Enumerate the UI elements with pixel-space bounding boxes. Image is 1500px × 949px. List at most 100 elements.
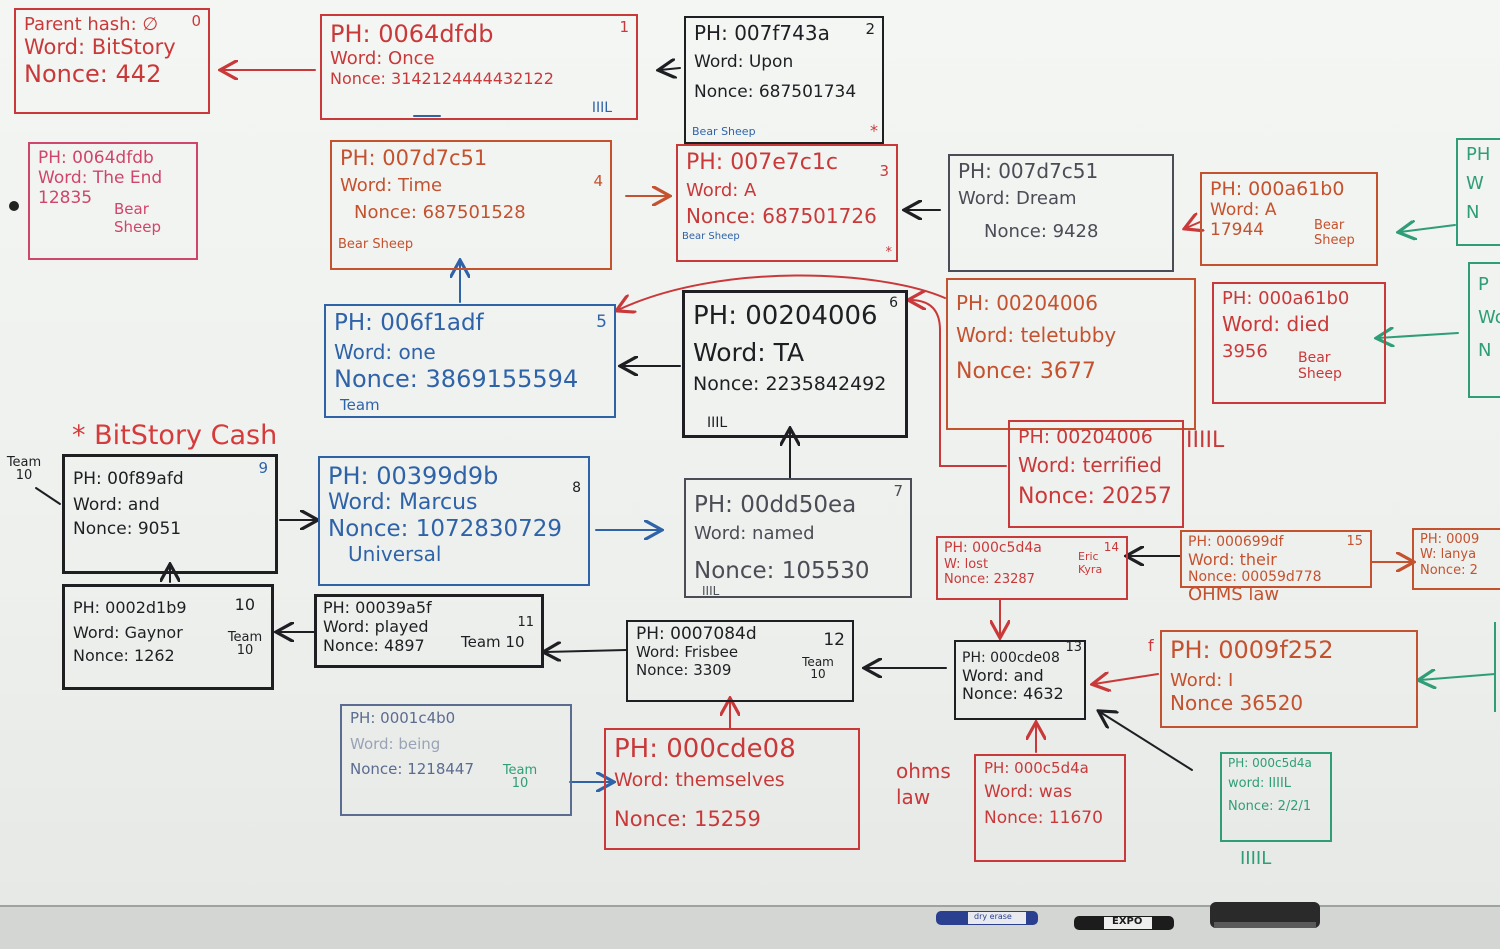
arrow-2-to-1	[660, 68, 681, 70]
star-mark: *	[885, 245, 893, 260]
block-number: 5	[596, 312, 607, 332]
parent-hash: PH: 007f743a	[694, 21, 830, 45]
ohms-law-note-2: ohms law	[896, 759, 951, 809]
nonce: Nonce: 1262	[73, 645, 175, 665]
nonce: Nonce: 2235842492	[693, 373, 887, 396]
word: Word: Once	[330, 48, 435, 70]
block-6: 6 PH: 00204006 Word: TA Nonce: 223584249…	[682, 290, 908, 438]
parent-hash: PH: 000c5d4a	[1228, 756, 1312, 770]
team-label: Bear Sheep	[682, 231, 740, 242]
block-number: 13	[1065, 640, 1082, 655]
parent-hash: PH: 007d7c51	[340, 146, 488, 170]
nonce: Nonce: 4632	[962, 684, 1064, 704]
block-4: 4 PH: 007d7c51 Word: Time Nonce: 6875015…	[330, 140, 612, 270]
ohms-law-note: OHMS law	[1188, 584, 1280, 605]
eraser	[1210, 902, 1320, 928]
team-label: Team 10	[802, 655, 834, 681]
arrow-edge3	[1420, 674, 1496, 680]
tally-terrified: IIIIL	[1186, 428, 1225, 453]
team-label: Universal	[348, 542, 442, 567]
nonce: Nonce: 11670	[984, 807, 1103, 828]
word: Word: Upon	[694, 51, 794, 72]
word: Wo	[1478, 307, 1500, 329]
word: Word: A	[1210, 200, 1277, 221]
arrow-edge1	[1400, 225, 1456, 232]
block-number: 8	[572, 480, 581, 496]
word: Word: teletubby	[956, 322, 1117, 347]
word: Word: Time	[340, 174, 443, 196]
nonce: Nonce: 3309	[636, 660, 732, 679]
tally: IIIL	[591, 100, 612, 116]
parent-hash: PH: 00f89afd	[73, 469, 184, 489]
bitstory-cash-label: * BitStory Cash	[72, 420, 278, 451]
word: Word: Dream	[958, 187, 1077, 209]
arrow-a-to-dream	[1186, 222, 1200, 228]
arrow-edge2	[1378, 333, 1459, 338]
tally: IIIL	[702, 584, 720, 598]
block-teletubby: PH: 00204006 Word: teletubby Nonce: 3677	[946, 278, 1196, 430]
parent-hash: PH: 000cde08	[614, 734, 796, 764]
team-label: Bear Sheep	[338, 237, 414, 252]
block-a: PH: 000a61b0 Word: A 17944 Bear Sheep	[1200, 172, 1378, 266]
team-label: Team	[340, 396, 380, 414]
nonce: Nonce: 687501726	[686, 204, 877, 229]
word: Word: one	[334, 340, 436, 365]
team-label: Team 10	[461, 633, 525, 651]
block-terrified: PH: 00204006 Word: terrified Nonce: 2025…	[1008, 420, 1184, 528]
green-edge-line	[1494, 622, 1496, 712]
block-0: 0 Parent hash: ∅ Word: BitStory Nonce: 4…	[14, 8, 210, 114]
nonce: Nonce: 20257	[1018, 484, 1172, 509]
parent-hash: PH: 000699df	[1188, 534, 1284, 550]
nonce: Nonce: 2	[1420, 562, 1478, 578]
block-being: PH: 0001c4b0 Word: being Nonce: 1218447 …	[340, 704, 572, 816]
marker-blue-label: dry erase	[974, 912, 1012, 921]
block-number: 3	[879, 162, 889, 180]
word: W: lanya	[1420, 547, 1477, 563]
nonce: Nonce: 3677	[956, 359, 1096, 385]
nonce: Nonce: 687501734	[694, 81, 857, 102]
team-label: Team 10	[227, 630, 263, 658]
arrow-team10-to-9	[35, 487, 61, 505]
block-13: 13 PH: 000cde08 Word: and Nonce: 4632	[954, 640, 1086, 720]
mark-f: f	[1148, 636, 1154, 655]
word: Word: was	[984, 781, 1073, 802]
nonce: Nonce: 687501528	[354, 202, 526, 223]
parent-hash: PH: 0009f252	[1170, 636, 1334, 664]
block-1: 1 PH: 0064dfdb Word: Once Nonce: 3142124…	[320, 14, 638, 120]
parent-hash: PH: 00204006	[693, 301, 878, 331]
word: Word: Marcus	[328, 490, 478, 516]
word: Word: and	[962, 665, 1044, 685]
word: Word: Gaynor	[73, 622, 183, 642]
block-2: 2 PH: 007f743a Word: Upon Nonce: 6875017…	[684, 16, 884, 144]
parent-hash: PH: 00204006	[956, 291, 1098, 315]
block-number: 12	[823, 630, 845, 650]
nonce: Nonce: 3142124444432122	[330, 68, 554, 88]
arrow-teletubby-to-5	[618, 274, 946, 310]
parent-hash: PH: 0009	[1420, 532, 1480, 547]
word: Word: A	[686, 179, 757, 201]
nonce: Nonce: 4897	[323, 635, 425, 655]
block-number: 15	[1346, 534, 1363, 549]
word: Word: TA	[693, 337, 805, 367]
block-5: 5 PH: 006f1adf Word: one Nonce: 38691555…	[324, 304, 616, 418]
block-i: PH: 0009f252 Word: I Nonce 36520	[1160, 630, 1418, 728]
nonce: N	[1466, 202, 1480, 224]
nonce: 3956	[1222, 340, 1268, 362]
block-number: 6	[889, 295, 898, 311]
star-mark: *	[870, 121, 878, 140]
word: Word: their	[1188, 549, 1277, 569]
block-3: 3 PH: 007e7c1c Word: A Nonce: 687501726 …	[676, 144, 898, 262]
team-label: Bear Sheep	[114, 200, 162, 236]
nonce: Nonce: 9428	[984, 220, 1099, 242]
word: Word: and	[73, 495, 160, 516]
block-number: 4	[593, 172, 603, 190]
block-14: 14 PH: 000c5d4a W: lost Nonce: 23287 Eri…	[936, 536, 1128, 600]
parent-hash: PH: 007d7c51	[958, 159, 1099, 183]
nonce: Nonce: 105530	[694, 558, 870, 585]
team-label: Eric Kyra	[1078, 550, 1103, 576]
arrow-12-to-11	[545, 650, 627, 652]
block-7: 7 PH: 00dd50ea Word: named Nonce: 105530…	[684, 478, 912, 598]
nonce: Nonce: 2/2/1	[1228, 799, 1312, 815]
